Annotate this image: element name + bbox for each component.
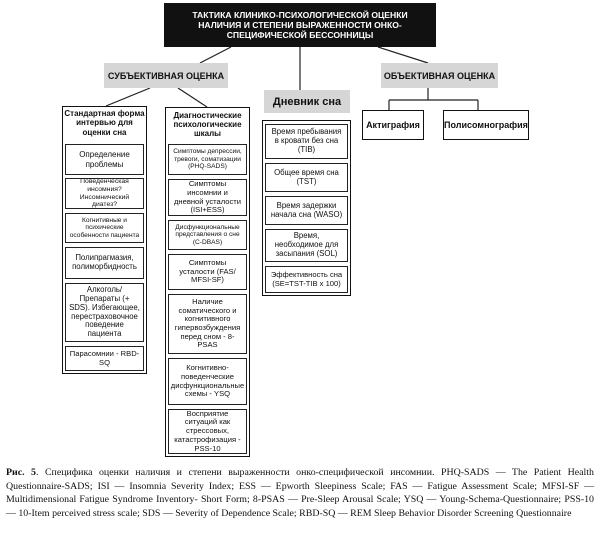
scale-item-fas-mfsi: Симптомы усталости (FAS/ MFSI-SF) xyxy=(168,254,247,290)
connector-title-objective xyxy=(377,46,429,64)
connector-subjective-scales xyxy=(177,87,208,108)
diary-item-se: Эффективность сна (SE=TST-TIB x 100) xyxy=(265,266,348,293)
std-item-polypharmacy: Полипрагмазия, полиморбидность xyxy=(65,247,144,279)
connector-title-subjective xyxy=(199,46,232,64)
polysomnography-box: Полисомнография xyxy=(443,110,529,140)
sleep-diary-banner: Дневник сна xyxy=(264,90,350,113)
objective-assessment-banner: ОБЪЕКТИВНАЯ ОЦЕНКА xyxy=(381,63,498,88)
diary-item-waso: Время задержки начала сна (WASO) xyxy=(265,196,348,225)
std-item-parasomnia: Парасомнии - RBD-SQ xyxy=(65,346,144,371)
figure-caption: Рис. 5. Специфика оценки наличия и степе… xyxy=(6,466,594,520)
scale-item-8-psas: Наличие соматического и когнитивного гип… xyxy=(168,294,247,354)
connector-lines xyxy=(105,46,479,110)
diary-item-tib: Время пребывания в кровати без сна (TIB) xyxy=(265,124,348,159)
scale-item-isi-ess: Симптомы инсомнии и дневной усталости (I… xyxy=(168,179,247,216)
diary-item-tst: Общее время сна (TST) xyxy=(265,163,348,192)
diagram-title: ТАКТИКА КЛИНИКО-ПСИХОЛОГИЧЕСКОЙ ОЦЕНКИ Н… xyxy=(164,3,436,47)
std-item-cognitive-features: Когнитивные и психические особенности па… xyxy=(65,213,144,243)
figure-caption-text: . Специфика оценки наличия и степени выр… xyxy=(6,467,594,519)
figure-caption-label: Рис. 5 xyxy=(6,467,36,478)
diagnostic-scales-heading: Диагностические психологические шкалы xyxy=(173,110,242,139)
scale-item-ysq: Когнитивно-поведенческие дисфункциональн… xyxy=(168,358,247,405)
scale-item-phq-sads: Симптомы депрессии, тревоги, соматизации… xyxy=(168,144,247,175)
scale-item-c-dbas: Дисфункциональные представления о сне (C… xyxy=(168,220,247,250)
diary-item-sol: Время, необходимое для засыпания (SOL) xyxy=(265,229,348,262)
std-item-alcohol-drugs: Алкоголь/ Препараты (+ SDS). Избегающее,… xyxy=(65,283,144,342)
scale-item-pss-10: Восприятие ситуаций как стрессовых, ката… xyxy=(168,409,247,454)
std-item-behavioral-insomnia: Поведенческая инсомния? Инсомнический ди… xyxy=(65,178,144,209)
std-item-problem-definition: Определение проблемы xyxy=(65,144,144,175)
actigraphy-box: Актиграфия xyxy=(362,110,424,140)
connector-subjective-standard xyxy=(105,87,151,107)
subjective-assessment-banner: СУБЪЕКТИВНАЯ ОЦЕНКА xyxy=(104,63,228,88)
standard-interview-heading: Стандартная форма интервью для оценки сн… xyxy=(64,109,145,137)
